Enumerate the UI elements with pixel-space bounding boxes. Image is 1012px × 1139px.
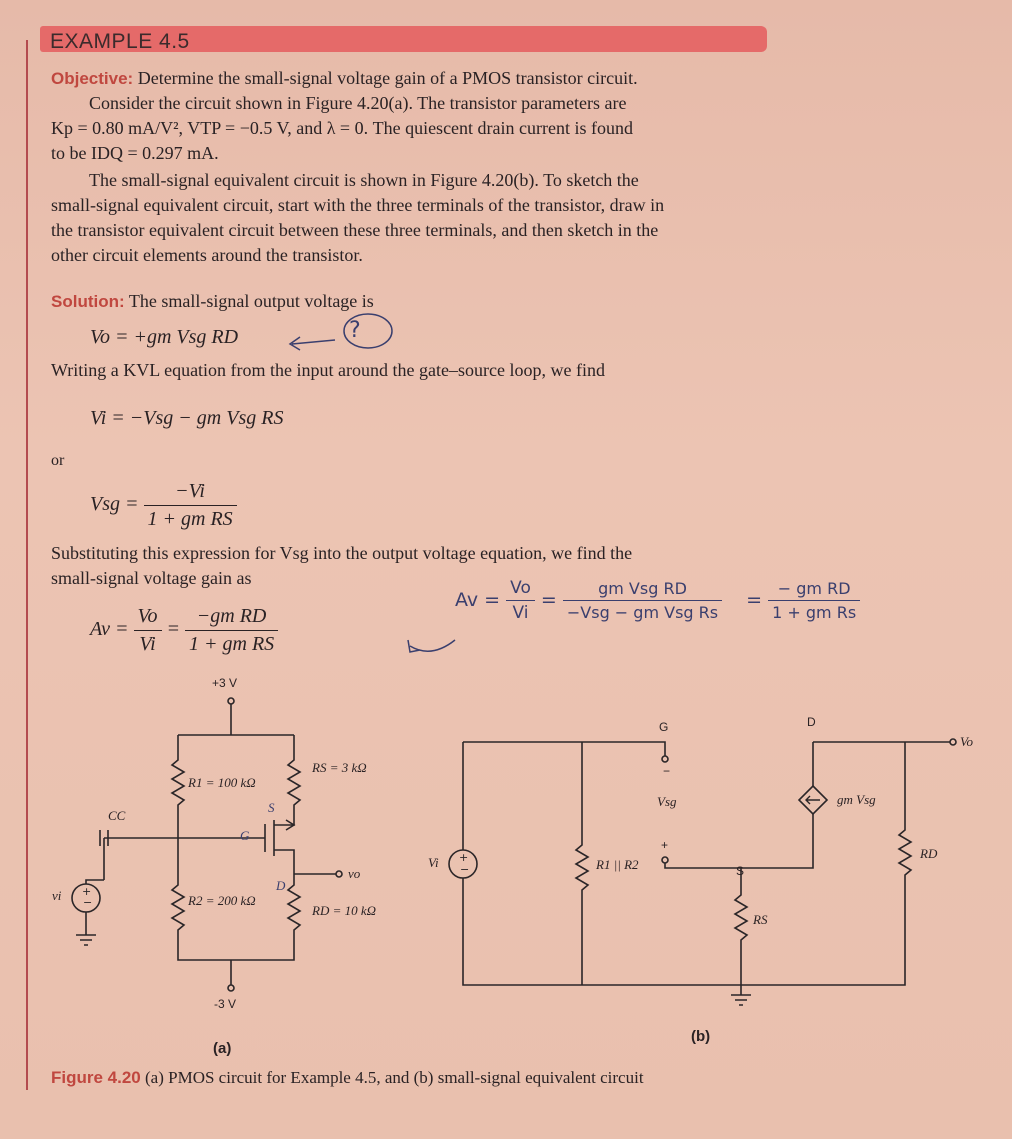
hand-fraction-1: Vo Vi bbox=[506, 578, 535, 623]
example-title: EXAMPLE 4.5 bbox=[50, 30, 190, 53]
circuit-b-rs-label: RS bbox=[753, 912, 768, 927]
para2-line-3: the transistor equivalent circuit betwee… bbox=[51, 220, 659, 240]
left-margin-rule bbox=[26, 40, 28, 1090]
source-polarity-marks: + − + − bbox=[82, 851, 469, 909]
gain-f2-num: −gm RD bbox=[196, 605, 267, 627]
circuit-a-rs-label: RS = 3 kΩ bbox=[312, 760, 367, 775]
equation-vsg: Vsg = −Vi 1 + gm RS bbox=[90, 480, 237, 531]
circuit-b-vi-label: Vi bbox=[428, 855, 439, 870]
hand-lhs: Av = bbox=[455, 589, 501, 611]
svg-text:−: − bbox=[83, 896, 92, 909]
circuit-a-minus-3v: -3 V bbox=[214, 997, 237, 1011]
circuit-a-d-mark: D bbox=[276, 878, 286, 893]
gain-f1-num: Vo bbox=[137, 605, 158, 627]
circuit-b-wiring bbox=[448, 738, 957, 1006]
circuit-b-rd-label: RD bbox=[920, 846, 938, 861]
subst-line-2: small-signal voltage gain as bbox=[51, 568, 252, 588]
handwritten-arrow-2 bbox=[407, 639, 456, 653]
figure-number: Figure 4.20 bbox=[51, 1068, 141, 1087]
svg-text:+: + bbox=[459, 851, 468, 864]
hand-f3-num: − gm RD bbox=[777, 579, 851, 598]
handwritten-question-mark: ? bbox=[349, 318, 361, 343]
substitution-text: Substituting this expression for Vsg int… bbox=[51, 541, 781, 591]
solution-line: Solution: The small-signal output voltag… bbox=[51, 289, 781, 314]
objective-line-4: to be IDQ = 0.297 mA. bbox=[51, 143, 219, 163]
circuit-b-vo-label: Vo bbox=[960, 734, 973, 749]
para2-line-1: The small-signal equivalent circuit is s… bbox=[89, 170, 639, 190]
circuit-a-cc-label: CC bbox=[108, 808, 126, 823]
circuit-a-vo-label: vo bbox=[348, 866, 361, 881]
hand-f3-den: 1 + gm Rs bbox=[768, 600, 861, 622]
dependent-source-arrow bbox=[805, 795, 820, 805]
circuit-a-vi-label: vi bbox=[52, 888, 62, 903]
handwritten-gain-derivation: Av = Vo Vi = gm Vsg RD −Vsg − gm Vsg Rs … bbox=[455, 578, 861, 623]
circuit-b-minus-mark: − bbox=[663, 764, 671, 778]
circuit-b-gm-label: gm Vsg bbox=[837, 792, 876, 807]
gain-fraction-1: Vo Vi bbox=[133, 605, 162, 656]
hand-f1-num: Vo bbox=[510, 578, 531, 598]
figure-caption: Figure 4.20 (a) PMOS circuit for Example… bbox=[51, 1068, 644, 1088]
gain-f1-den: Vi bbox=[133, 630, 162, 656]
equivalent-circuit-paragraph: The small-signal equivalent circuit is s… bbox=[51, 168, 781, 268]
equation-vo: Vo = +gm Vsg RD bbox=[90, 326, 239, 348]
gain-equals: = bbox=[166, 618, 181, 641]
circuit-a-r1-label: R1 = 100 kΩ bbox=[188, 775, 256, 790]
objective-label: Objective: bbox=[51, 69, 134, 88]
para2-line-4: other circuit elements around the transi… bbox=[51, 245, 363, 265]
hand-f1-den: Vi bbox=[506, 600, 535, 623]
subst-line-1: Substituting this expression for Vsg int… bbox=[51, 543, 633, 563]
circuit-b-g-label: G bbox=[659, 720, 669, 734]
hand-f2-num: gm Vsg RD bbox=[598, 579, 687, 598]
gain-f2-den: 1 + gm RS bbox=[185, 630, 279, 656]
handwritten-arrow-1 bbox=[288, 313, 393, 351]
circuit-b-vsg-label: Vsg bbox=[657, 794, 677, 809]
sublabel-b: (b) bbox=[691, 1028, 711, 1045]
hand-fraction-3: − gm RD 1 + gm Rs bbox=[768, 579, 861, 622]
circuit-a-s-mark: S bbox=[268, 800, 275, 815]
hand-fraction-2: gm Vsg RD −Vsg − gm Vsg Rs bbox=[562, 579, 723, 622]
kvl-text: Writing a KVL equation from the input ar… bbox=[51, 360, 605, 380]
circuit-b-plus-mark: + bbox=[661, 838, 669, 852]
vsg-denominator: 1 + gm RS bbox=[143, 505, 237, 531]
objective-block: Objective: Determine the small-signal vo… bbox=[51, 66, 781, 166]
gain-fraction-2: −gm RD 1 + gm RS bbox=[185, 605, 279, 656]
hand-f2-den: −Vsg − gm Vsg Rs bbox=[562, 600, 723, 622]
equation-vi: Vi = −Vsg − gm Vsg RS bbox=[90, 407, 284, 429]
solution-label: Solution: bbox=[51, 292, 125, 311]
svg-text:+: + bbox=[82, 885, 91, 898]
solution-text: The small-signal output voltage is bbox=[128, 291, 374, 311]
figure-caption-text: (a) PMOS circuit for Example 4.5, and (b… bbox=[145, 1068, 644, 1087]
objective-line-2: Consider the circuit shown in Figure 4.2… bbox=[89, 93, 627, 113]
circuit-a-plus-3v: +3 V bbox=[212, 676, 238, 690]
or-text: or bbox=[51, 452, 65, 469]
circuit-b-r12-label: R1 || R2 bbox=[596, 857, 639, 872]
circuit-b-d-label: D bbox=[807, 715, 816, 729]
circuit-a-rd-label: RD = 10 kΩ bbox=[312, 903, 377, 918]
svg-text:−: − bbox=[460, 863, 469, 876]
vsg-numerator: −Vi bbox=[175, 480, 205, 502]
sublabel-a: (a) bbox=[213, 1040, 232, 1057]
circuit-a-wiring bbox=[71, 697, 343, 992]
circuit-a-g-mark: G bbox=[240, 828, 250, 843]
gain-lhs: Av = bbox=[90, 618, 129, 641]
objective-line-3: Kp = 0.80 mA/V², VTP = −0.5 V, and λ = 0… bbox=[51, 118, 633, 138]
title-bar bbox=[40, 26, 767, 52]
para2-line-2: small-signal equivalent circuit, start w… bbox=[51, 195, 665, 215]
objective-line-1: Determine the small-signal voltage gain … bbox=[137, 68, 638, 88]
vsg-fraction: −Vi 1 + gm RS bbox=[143, 480, 237, 531]
equation-gain: Av = Vo Vi = −gm RD 1 + gm RS bbox=[90, 605, 279, 656]
vsg-lhs: Vsg = bbox=[90, 493, 139, 516]
circuit-b-s-label: S bbox=[736, 864, 745, 878]
circuit-a-r2-label: R2 = 200 kΩ bbox=[188, 893, 256, 908]
